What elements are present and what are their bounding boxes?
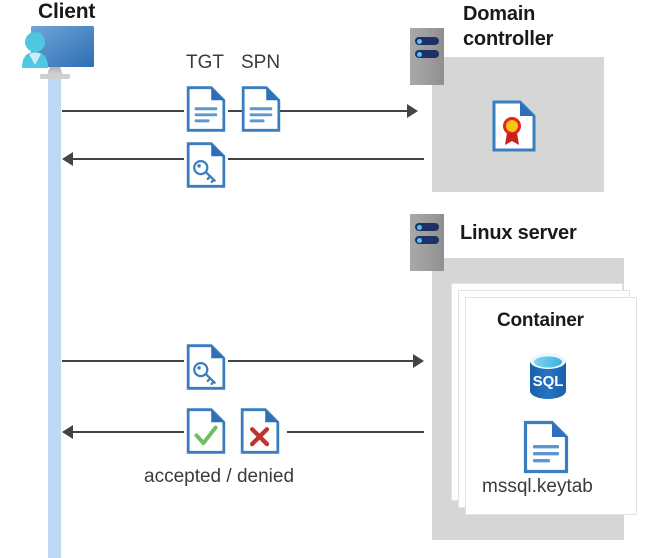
spn-document-icon <box>241 84 281 134</box>
svg-text:SQL: SQL <box>533 373 564 390</box>
container-title: Container <box>497 310 584 331</box>
flow-4-arrowhead-left <box>62 425 73 439</box>
key-document-icon-ticket-granting <box>186 140 226 190</box>
flow-2-line-right <box>228 158 424 160</box>
domain-controller-title: Domain controller <box>463 2 643 52</box>
sql-database-icon: SQL <box>524 350 572 407</box>
accepted-check-document-icon <box>186 406 226 456</box>
flow-4-line-left <box>72 431 184 433</box>
flow-1-line-right <box>228 110 408 112</box>
flow-1-line-left <box>62 110 184 112</box>
flow-3-arrowhead-right <box>413 354 424 368</box>
dc-title-line2: controller <box>463 28 554 50</box>
tgt-document-icon <box>186 84 226 134</box>
dc-title-line1: Domain <box>463 3 536 25</box>
flow-3-line-right <box>228 360 414 362</box>
flow-1-arrowhead-right <box>407 104 418 118</box>
keytab-document-icon <box>523 420 569 474</box>
certificate-document-icon <box>492 100 536 152</box>
linux-server-title: Linux server <box>460 222 577 244</box>
container-card-front <box>466 298 636 514</box>
denied-cross-document-icon <box>240 406 280 456</box>
server-rack-icon-linux-server <box>410 214 444 271</box>
client-workstation-icon <box>10 24 100 91</box>
server-rack-icon-domain-controller <box>410 28 444 85</box>
flow-2-arrowhead-left <box>62 152 73 166</box>
spn-label: SPN <box>241 52 281 73</box>
key-document-icon-service-ticket <box>186 342 226 392</box>
tgt-label: TGT <box>186 52 224 73</box>
flow-4-line-right <box>287 431 424 433</box>
flow-3-line-left <box>62 360 184 362</box>
keytab-file-label: mssql.keytab <box>482 476 593 497</box>
accepted-denied-label: accepted / denied <box>144 466 295 487</box>
client-lifeline <box>48 70 61 558</box>
client-title: Client <box>38 0 96 23</box>
flow-2-line-left <box>72 158 184 160</box>
